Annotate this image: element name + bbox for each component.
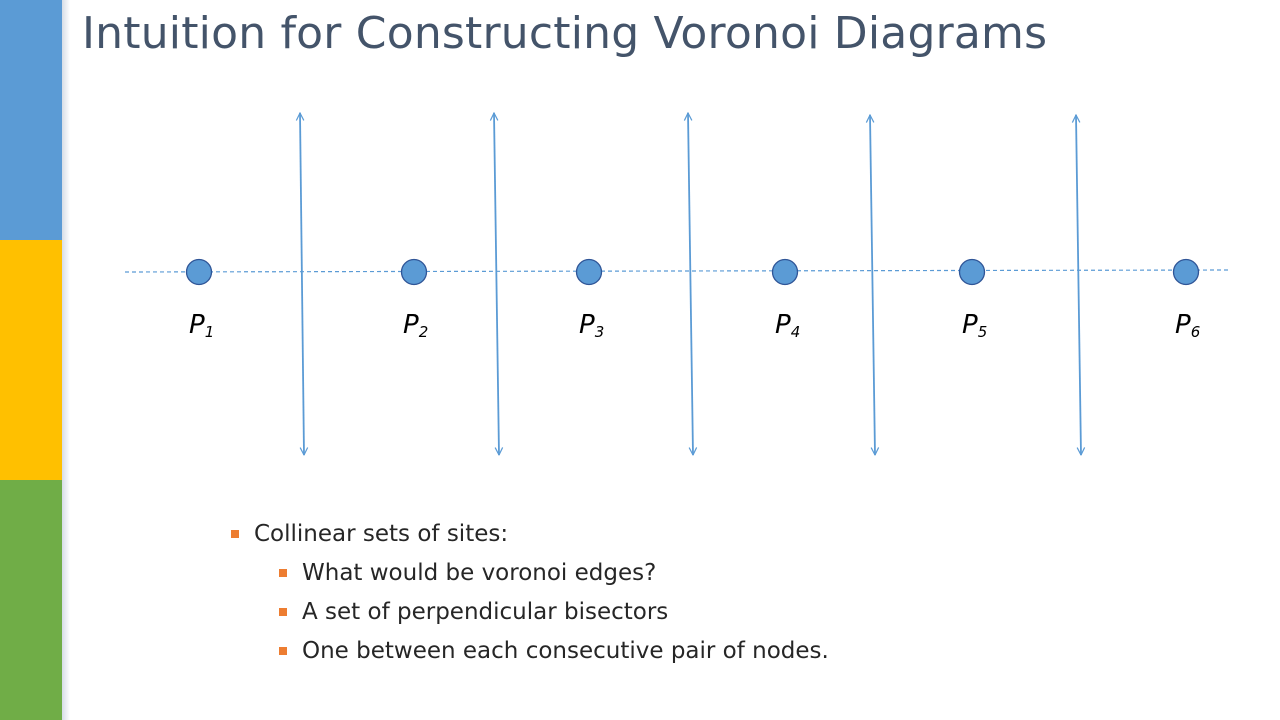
site-point-6 (1172, 258, 1200, 286)
site-label-1: P1 (189, 310, 215, 341)
site-label-6: P6 (1175, 310, 1201, 341)
bullet-item: Collinear sets of sites: (228, 515, 829, 554)
slide-title: Intuition for Constructing Voronoi Diagr… (82, 8, 1048, 59)
site-point-5 (958, 258, 986, 286)
side-bar-yellow (0, 240, 62, 480)
bullet-item: One between each consecutive pair of nod… (228, 632, 829, 671)
bullet-text: One between each consecutive pair of nod… (302, 638, 829, 664)
bullet-text: What would be voronoi edges? (302, 560, 657, 586)
site-point-3 (575, 258, 603, 286)
side-bar-shadow (62, 0, 70, 720)
site-label-2: P2 (403, 310, 429, 341)
site-label-5: P5 (962, 310, 988, 341)
bisector-5 (1076, 115, 1081, 455)
site-point-2 (400, 258, 428, 286)
site-point-1 (185, 258, 213, 286)
bisector-1 (300, 113, 304, 455)
site-label-3: P3 (579, 310, 605, 341)
square-bullet-icon (279, 647, 287, 655)
bullet-item: What would be voronoi edges? (228, 554, 829, 593)
bullet-item: A set of perpendicular bisectors (228, 593, 829, 632)
bisector-4 (870, 115, 875, 455)
square-bullet-icon (279, 569, 287, 577)
square-bullet-icon (279, 608, 287, 616)
side-bar-blue (0, 0, 62, 240)
square-bullet-icon (231, 530, 239, 538)
bullet-text: A set of perpendicular bisectors (302, 599, 669, 625)
bisector-2 (494, 113, 499, 455)
sites-axis-line (124, 269, 1231, 273)
site-label-4: P4 (775, 310, 801, 341)
bisector-3 (688, 113, 693, 455)
bullet-text: Collinear sets of sites: (254, 521, 509, 547)
side-bar-green (0, 480, 62, 720)
site-point-4 (771, 258, 799, 286)
bullet-list: Collinear sets of sites: What would be v… (228, 515, 829, 671)
